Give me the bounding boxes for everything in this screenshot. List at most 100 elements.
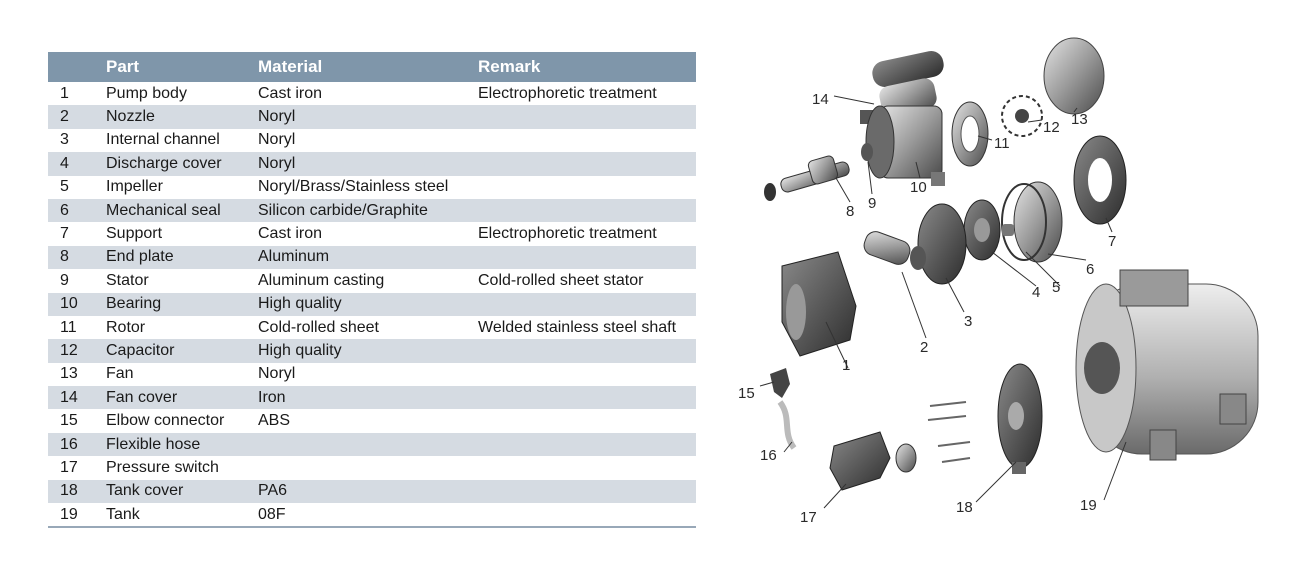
part-name-cell: Support [106,225,163,243]
part-number-cell: 7 [60,225,69,243]
part-number-cell: 10 [48,292,96,316]
part-number-cell: 17 [60,458,78,476]
motor-body-part [865,105,945,186]
part-name-cell: Internal channel [106,131,220,149]
callout-15: 15 [738,385,755,402]
callout-7: 7 [1108,233,1116,250]
callout-6: 6 [1086,261,1094,278]
table-row: 13 Fan Noryl [48,363,696,386]
remark-cell [468,432,696,457]
part-number-cell: 9 [60,271,69,289]
shaft-part [764,155,850,201]
part-name-cell: Flexible hose [96,432,248,457]
part-number-cell: 5 [60,178,69,196]
remark-cell [468,456,696,479]
material-cell: ABS [258,412,291,430]
callout-13: 13 [1071,111,1088,128]
part-name-cell: Fan [106,365,134,383]
part-number-cell: 15 [60,412,78,430]
part-number-cell: 3 [60,131,69,149]
part-number-cell: 4 [48,152,96,176]
remark-cell [468,176,696,199]
discharge-cover-part [917,203,967,285]
remark-cell [468,105,696,129]
material-cell: Noryl [248,105,468,129]
table-header-row: Part Material Remark [48,52,696,82]
part-name-cell: Nozzle [96,105,248,129]
tank-part [1075,269,1259,461]
flexible-hose-part [777,400,797,450]
part-name-cell: Mechanical seal [96,198,248,223]
material-cell: High quality [248,292,468,316]
part-number-cell: 14 [48,386,96,410]
pump-body-part [781,251,857,357]
material-cell [248,432,468,457]
table-row: 3 Internal channel Noryl [48,129,696,152]
tank-cover-part [997,363,1043,474]
support-part [1073,135,1127,225]
part-name-cell: Pump body [106,84,187,102]
callout-19: 19 [1080,497,1097,514]
part-number-cell: 13 [60,365,78,383]
part-number-cell: 2 [48,105,96,129]
callout-17: 17 [800,509,817,526]
part-name-cell: Discharge cover [96,152,248,176]
remark-cell [468,386,696,410]
remark-cell [468,292,696,316]
header-part: Part [96,52,248,82]
part-number-cell: 18 [48,479,96,504]
material-cell: Noryl [258,365,296,383]
material-cell: 08F [248,503,468,529]
material-cell: Noryl [258,131,296,149]
callout-14: 14 [812,91,829,108]
part-number-cell: 8 [48,245,96,270]
part-name-cell: Fan cover [96,386,248,410]
remark-cell [468,409,696,432]
part-number-cell: 16 [48,432,96,457]
callout-1: 1 [842,357,850,374]
remark-cell: Electrophoretic treatment [478,84,657,102]
material-cell: Noryl [248,152,468,176]
screws-part [927,401,971,463]
part-name-cell: Tank cover [96,479,248,504]
part-number-cell: 11 [60,318,77,336]
remark-cell: Cold-rolled sheet stator [478,271,644,289]
exploded-pump-diagram: 1 2 3 4 5 6 7 8 9 10 11 12 13 14 15 16 1… [738,37,1259,526]
remark-cell: Welded stainless steel shaft [478,318,677,336]
part-number-cell: 1 [60,84,69,102]
callout-12: 12 [1043,119,1060,136]
part-number-cell: 12 [48,339,96,363]
impeller-part [963,199,1014,261]
material-cell: Aluminum [248,245,468,270]
callout-16: 16 [760,447,777,464]
material-cell: Aluminum casting [258,271,385,289]
part-number-cell: 19 [48,503,96,529]
callout-3: 3 [964,313,972,330]
header-material: Material [248,52,468,82]
remark-cell [468,152,696,176]
remark-cell [468,129,696,152]
remark-cell: Electrophoretic treatment [478,225,657,243]
elbow-connector-part [770,368,790,398]
remark-cell [468,363,696,386]
mechanical-seal-part [1013,181,1063,263]
remark-cell [468,245,696,270]
header-remark: Remark [468,52,696,82]
callout-10: 10 [910,179,927,196]
material-cell: Cold-rolled sheet [258,318,379,336]
material-cell: Iron [248,386,468,410]
